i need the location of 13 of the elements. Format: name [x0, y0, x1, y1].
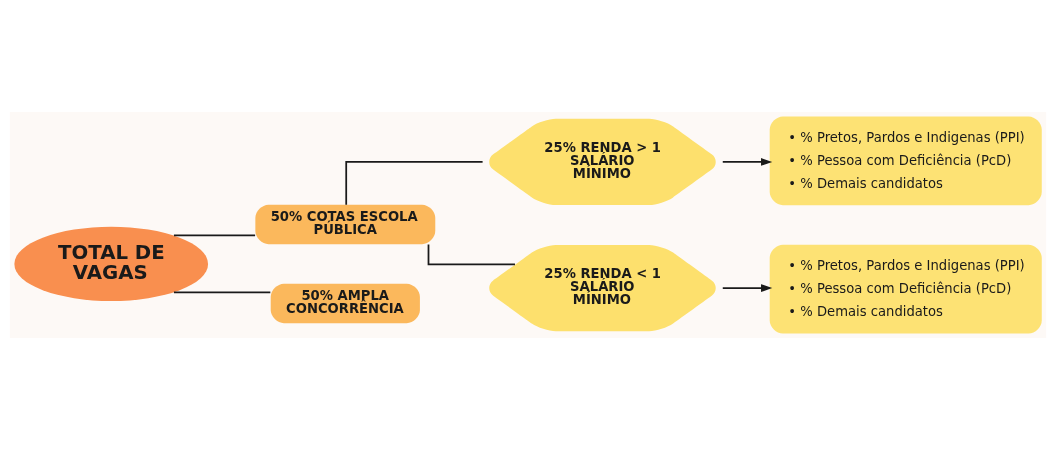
- node-box: 50% AMPLA CONCORRÊNCIA: [270, 283, 420, 324]
- node-ellipse: TOTAL DE VAGAS: [14, 226, 209, 302]
- arrow: [721, 158, 773, 166]
- node-box: 50% COTAS ESCOLA PÚBLICA: [255, 204, 436, 245]
- connector: [173, 234, 256, 237]
- arrow: [721, 284, 773, 292]
- node-ellipse: 25% RENDA > 1 SALÁRIO MÍNIMO: [489, 118, 716, 206]
- connector: [427, 243, 516, 266]
- connector: [345, 160, 484, 206]
- node-box: • % Pretos, Pardos e Indigenas (PPI) • % Pessoa com Deficiência (PcD) • % Demais candidatos: [769, 244, 1042, 334]
- node-box: • % Pretos, Pardos e Indigenas (PPI) • % Pessoa com Deficiência (PcD) • % Demais candidatos: [769, 116, 1042, 206]
- connector: [173, 291, 272, 294]
- node-ellipse: 25% RENDA < 1 SALÁRIO MÍNIMO: [489, 244, 716, 332]
